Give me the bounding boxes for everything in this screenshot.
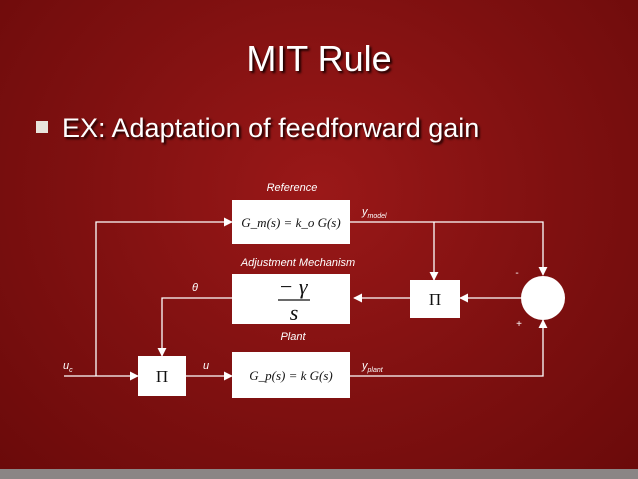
signal-yplant: yplant [361,360,384,374]
adjustment-block [232,274,350,324]
footer-bar [0,469,638,479]
bullet-square-icon [36,121,48,133]
adjustment-denominator: s [290,300,299,325]
plant-label: Plant [280,331,306,343]
multiplier-block-input [138,356,186,396]
slide-title: MIT Rule [246,38,392,79]
plant-block [232,352,350,398]
multiplier-block-error [410,280,460,318]
ymodel-line [350,221,548,276]
reference-label: Reference [267,182,318,194]
sum-sign-minus: - [515,268,518,279]
multiplier-symbol: Π [156,367,168,386]
multiplier-symbol: Π [429,290,441,309]
yplant-line [350,319,548,377]
signal-lines [64,217,548,381]
signal-uc: uc [63,360,73,374]
uc-to-reference-line [95,217,233,376]
signal-ymodel: ymodel [361,206,387,220]
plant-transfer-function: G_p(s) = k G(s) [249,368,333,383]
reference-block [232,200,350,244]
reference-transfer-function: G_m(s) = k_o G(s) [241,215,340,230]
summing-junction [521,276,565,320]
signal-u: u [203,360,209,372]
adjustment-label: Adjustment Mechanism [240,257,355,269]
theta-line [157,297,232,357]
adjustment-numerator: − γ [278,274,308,299]
bullet-text: EX: Adaptation of feedforward gain [62,113,480,143]
sum-sign-plus: + [516,319,522,330]
signal-theta: θ [192,282,198,294]
